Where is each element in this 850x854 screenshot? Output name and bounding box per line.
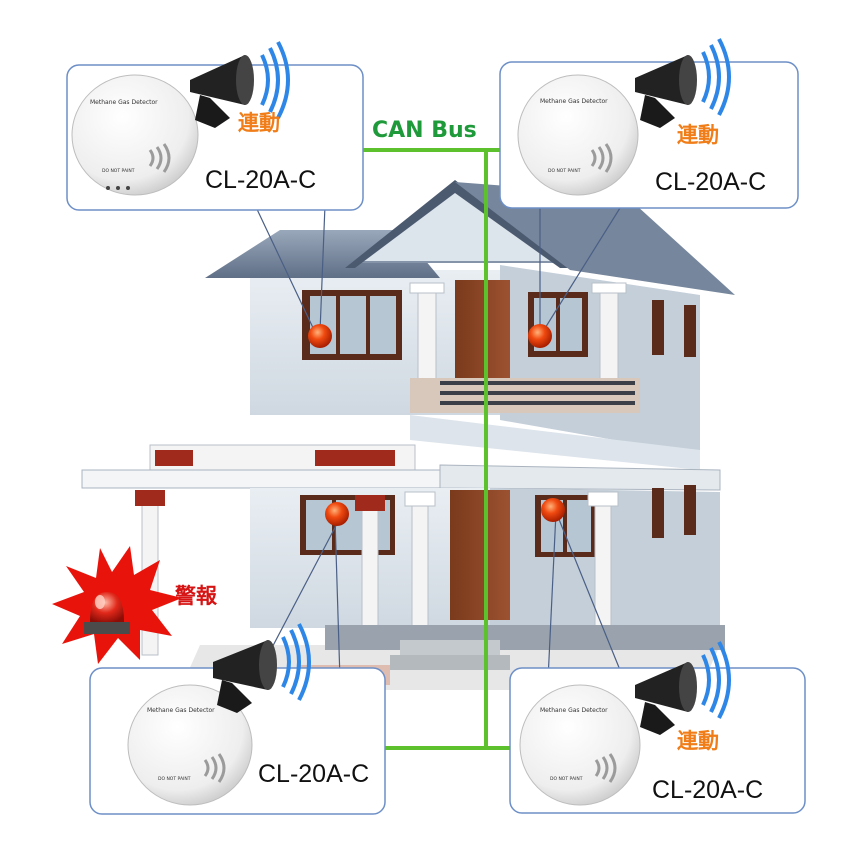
siren-icon [635,38,731,128]
sensor-points [308,324,565,526]
device-model-4: CL-20A-C [652,776,763,804]
house-illustration [81,180,735,690]
gas-detector-icon: Methane Gas Detector DO NOT PAINT [71,74,199,196]
sensor-dot-lower-right [541,498,565,522]
sensor-dot-lower-left [325,502,349,526]
detector-warning-text: DO NOT PAINT [158,776,191,782]
detector-warning-text: DO NOT PAINT [548,168,581,174]
sensor-dot-upper-right [528,324,552,348]
siren-icon [213,623,311,713]
gas-detector-icon: Methane Gas Detector DO NOT PAINT [519,684,641,806]
detector-title-text: Methane Gas Detector [540,98,608,105]
gas-detector-icon: Methane Gas Detector DO NOT PAINT [517,74,639,196]
detector-warning-text: DO NOT PAINT [550,776,583,782]
detector-warning-text: DO NOT PAINT [102,168,135,174]
device-model-2: CL-20A-C [655,168,766,196]
linked-label-4: 連動 [677,729,719,753]
linked-label-1: 連動 [238,111,280,135]
device-panel-bottom-left: Methane Gas Detector DO NOT PAINT CL-20A… [89,623,386,815]
detector-title-text: Methane Gas Detector [147,707,215,714]
detector-title-text: Methane Gas Detector [540,707,608,714]
siren-icon [635,641,731,735]
device-panel-bottom-right: Methane Gas Detector DO NOT PAINT 連動 CL-… [509,641,806,814]
siren-icon [190,41,290,128]
device-panel-top-left: Methane Gas Detector DO NOT PAINT 連動 CL-… [66,41,364,211]
device-panel-top-right: Methane Gas Detector DO NOT PAINT 連動 CL-… [499,38,799,209]
alarm-beacon-icon [52,546,182,664]
can-bus-label: CAN Bus [372,118,477,143]
gas-detector-icon: Methane Gas Detector DO NOT PAINT [127,684,253,806]
device-model-1: CL-20A-C [205,166,316,194]
sensor-dot-upper-left [308,324,332,348]
device-model-3: CL-20A-C [258,760,369,788]
detector-title-text: Methane Gas Detector [90,99,158,106]
alarm-label: 警報 [174,584,218,608]
linked-label-2: 連動 [677,123,719,147]
